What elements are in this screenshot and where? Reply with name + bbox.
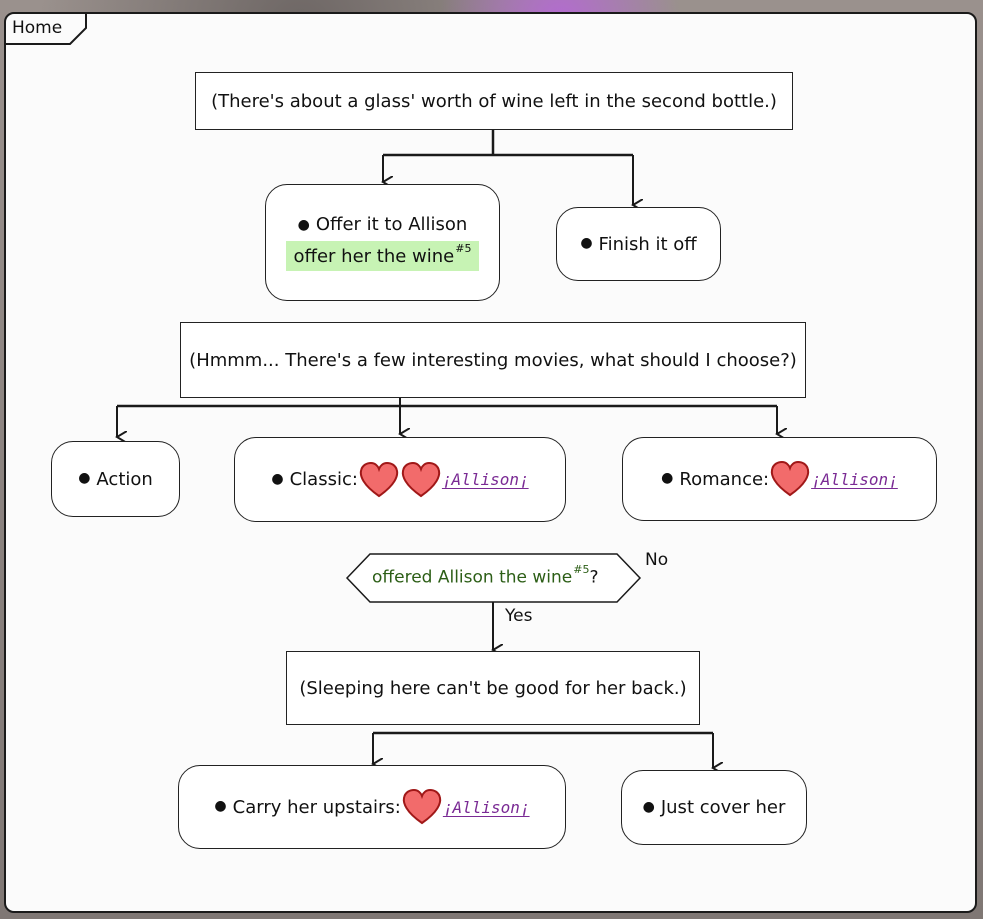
action-text: Action: [96, 468, 153, 490]
allison-link[interactable]: ¡Allison¡: [442, 797, 530, 817]
wine-note-text: (There's about a glass' worth of wine le…: [211, 90, 777, 112]
carry-text: Carry her upstairs:: [232, 796, 401, 818]
sleep-note-text: (Sleeping here can't be good for her bac…: [299, 677, 687, 699]
offer-choice[interactable]: ● Offer it to Allison offer her the wine#…: [265, 184, 500, 301]
bullet-icon: ●: [271, 470, 284, 487]
finish-text: Finish it off: [598, 233, 697, 255]
cover-choice[interactable]: ● Just cover her: [621, 770, 807, 845]
offer-label: ● Offer it to Allison: [298, 214, 468, 235]
sleep-note: (Sleeping here can't be good for her bac…: [286, 651, 700, 725]
decision-diamond: [345, 553, 642, 603]
condition-text: offered Allison the wine: [372, 567, 573, 588]
movies-note: (Hmmm... There's a few interesting movie…: [180, 322, 806, 398]
allison-link[interactable]: ¡Allison¡: [441, 470, 529, 489]
wine-note: (There's about a glass' worth of wine le…: [195, 72, 793, 130]
offer-effect: offer her the wine#5: [285, 241, 480, 271]
classic-text: Classic:: [289, 469, 358, 490]
offer-text: Offer it to Allison: [315, 214, 468, 235]
heart-icon: [402, 788, 442, 825]
bullet-icon: ●: [642, 798, 655, 815]
frame-tab-outline: [4, 12, 87, 45]
branch-yes-label: Yes: [505, 606, 533, 626]
romance-choice[interactable]: ● Romance: ¡Allison¡: [622, 437, 937, 521]
bullet-icon: ●: [214, 798, 227, 814]
romance-text: Romance:: [679, 468, 770, 490]
bullet-icon: ●: [580, 235, 593, 251]
allison-link[interactable]: ¡Allison¡: [811, 469, 898, 489]
bullet-icon: ●: [661, 470, 674, 486]
offer-effect-text: offer her the wine: [293, 246, 455, 267]
branch-no-label: No: [645, 550, 669, 570]
classic-choice[interactable]: ● Classic: ¡Allison¡: [234, 437, 566, 522]
finish-choice[interactable]: ● Finish it off: [556, 207, 721, 281]
bullet-icon: ●: [297, 217, 310, 233]
heart-icon: [401, 461, 441, 497]
carry-choice[interactable]: ● Carry her upstairs: ¡Allison¡: [178, 765, 566, 849]
condition-label: offered Allison the wine#5?: [372, 563, 599, 588]
frame-title: Home: [12, 18, 63, 38]
bullet-icon: ●: [78, 470, 91, 486]
heart-icon: [359, 461, 399, 497]
heart-icon: [770, 460, 810, 497]
movies-note-text: (Hmmm... There's a few interesting movie…: [189, 349, 797, 371]
cover-text: Just cover her: [660, 797, 786, 818]
condition-qmark: ?: [589, 567, 599, 588]
action-choice[interactable]: ● Action: [51, 441, 180, 517]
condition-ref: #5: [573, 563, 590, 576]
offer-ref: #5: [455, 242, 472, 255]
